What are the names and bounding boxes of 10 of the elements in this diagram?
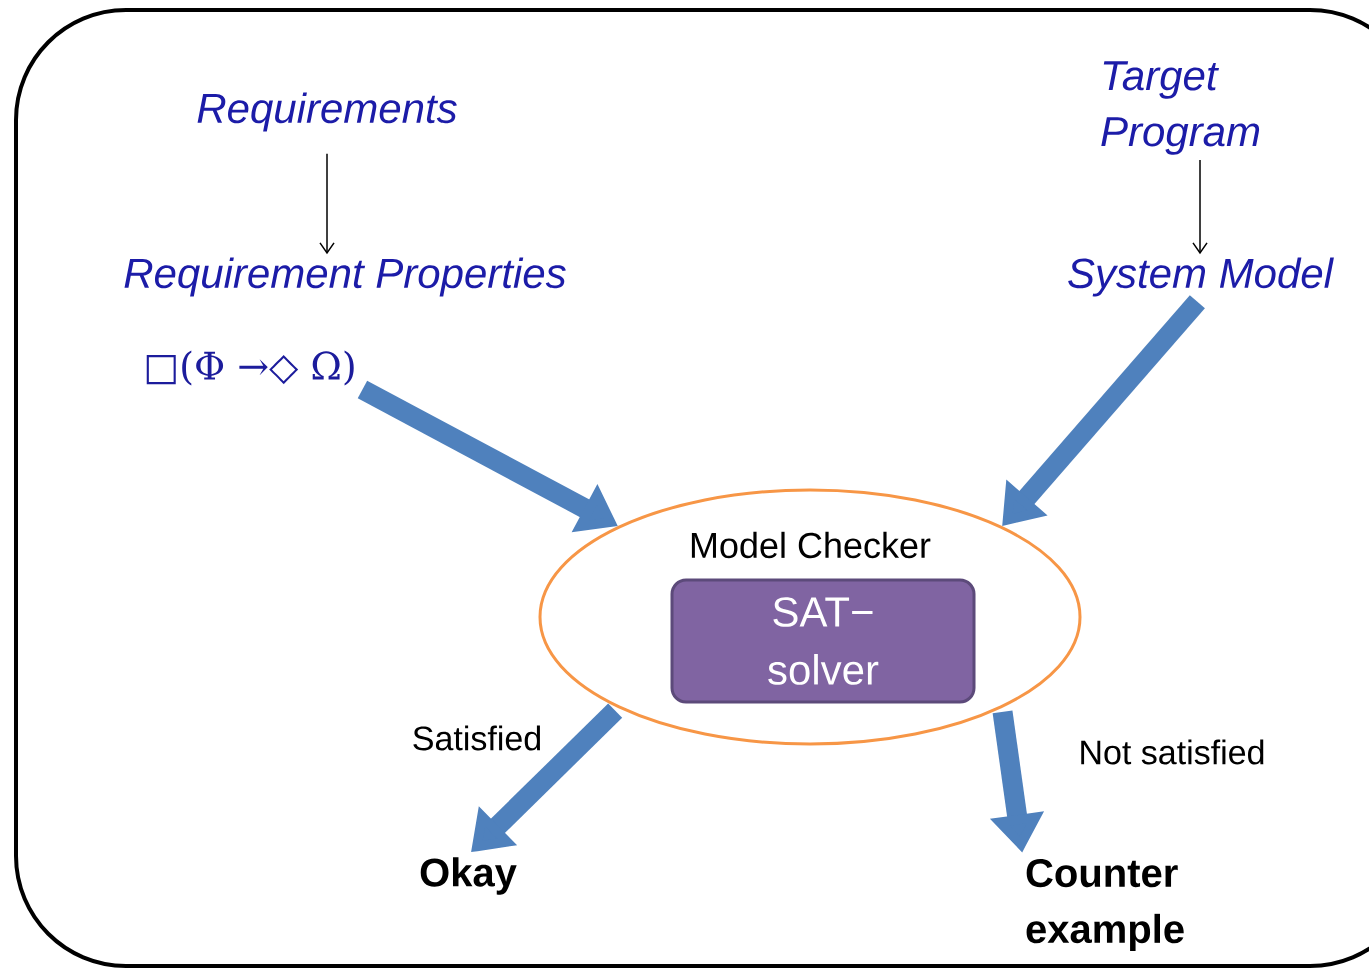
arrow bbox=[1192, 159, 1208, 255]
formula-label: □(Φ →◇ Ω) bbox=[146, 350, 354, 386]
italic-label: Requirement Properties bbox=[124, 257, 566, 297]
result-label: Okay bbox=[420, 857, 517, 895]
italic-label: System Model bbox=[1068, 257, 1334, 297]
italic-label: Target Program bbox=[1101, 61, 1260, 155]
solver-box: SAT− solver bbox=[670, 578, 976, 704]
italic-label: Requirements bbox=[197, 92, 457, 132]
result-label: Counter example bbox=[1026, 858, 1184, 952]
arrow bbox=[319, 153, 335, 255]
